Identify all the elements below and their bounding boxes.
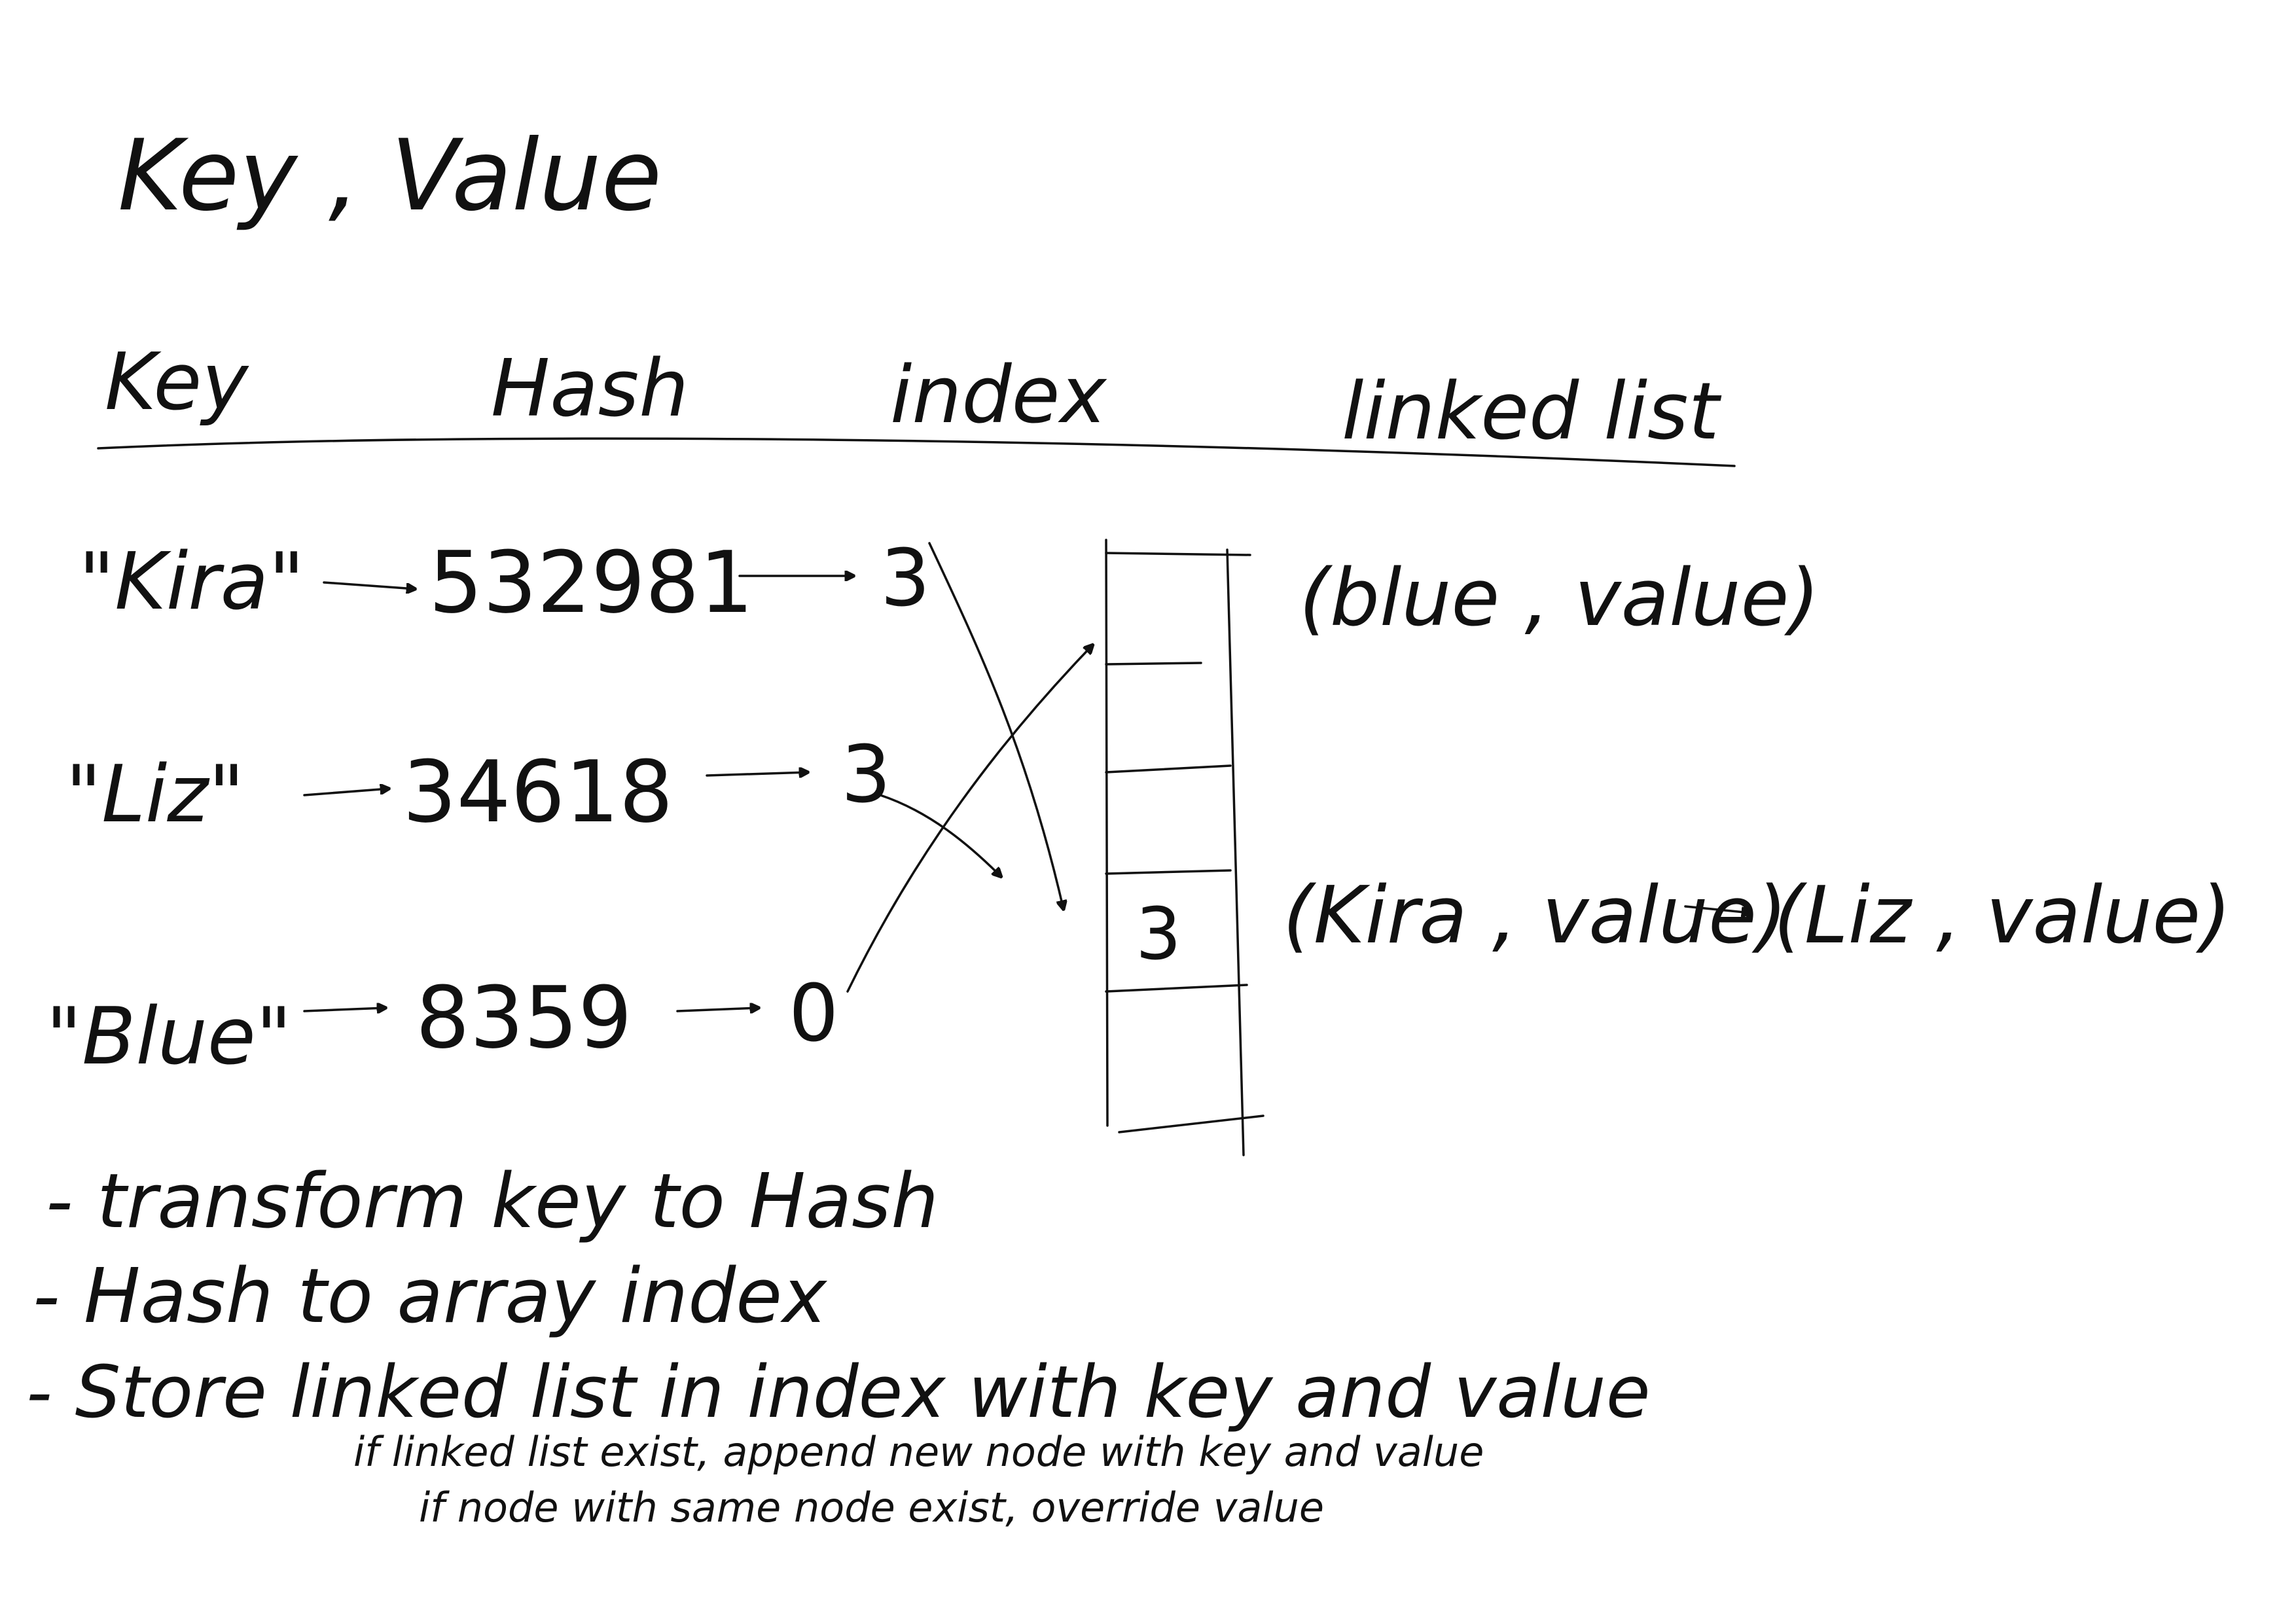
hash-to-index-arrow bbox=[706, 772, 808, 776]
hash-to-index-arrow bbox=[676, 1008, 759, 1011]
array-slot-label: 3 bbox=[1136, 892, 1181, 976]
column-header-hash: Hash bbox=[491, 344, 689, 435]
row-index: 3 bbox=[841, 730, 891, 821]
row-hash: 34618 bbox=[403, 742, 673, 842]
note-line: - transform key to Hash bbox=[46, 1158, 939, 1245]
key-to-hash-arrow bbox=[323, 581, 416, 589]
linked-list-node-blue: (blue , value) bbox=[1299, 553, 1820, 644]
index-to-slot-arrow-liz bbox=[879, 794, 1001, 877]
header-underline bbox=[97, 437, 1736, 467]
linked-list-node-kira: (Kira , value) bbox=[1283, 870, 1787, 961]
column-header-index: index bbox=[890, 350, 1107, 441]
row-hash: 8359 bbox=[416, 968, 632, 1067]
title: Key , Value bbox=[118, 119, 662, 233]
row-index: 0 bbox=[789, 969, 838, 1060]
linked-list-node-liz: (Liz , value) bbox=[1774, 870, 2231, 961]
key-to-hash-arrow bbox=[303, 789, 389, 796]
row-hash: 532981 bbox=[429, 533, 753, 632]
note-line: - Hash to array index bbox=[33, 1253, 828, 1340]
row-index: 3 bbox=[880, 533, 930, 624]
key-to-hash-arrow bbox=[303, 1008, 386, 1011]
array-table bbox=[1105, 539, 1265, 1156]
linked-list-next-arrow bbox=[1684, 905, 1751, 913]
note-line: - Store linked list in index with key an… bbox=[26, 1350, 1651, 1434]
row-key: "Liz" bbox=[65, 749, 245, 840]
column-header-linked-list: linked list bbox=[1342, 366, 1722, 457]
sub-note-line: if linked list exist, append new node wi… bbox=[353, 1428, 1484, 1476]
index-to-slot-arrow-blue bbox=[846, 645, 1093, 993]
row-key: "Kira" bbox=[79, 537, 304, 628]
sub-note-line: if node with same node exist, override v… bbox=[419, 1484, 1324, 1531]
index-to-slot-arrow-kira bbox=[928, 542, 1064, 910]
row-key: "Blue" bbox=[46, 991, 292, 1082]
column-header-key: Key bbox=[105, 337, 249, 428]
